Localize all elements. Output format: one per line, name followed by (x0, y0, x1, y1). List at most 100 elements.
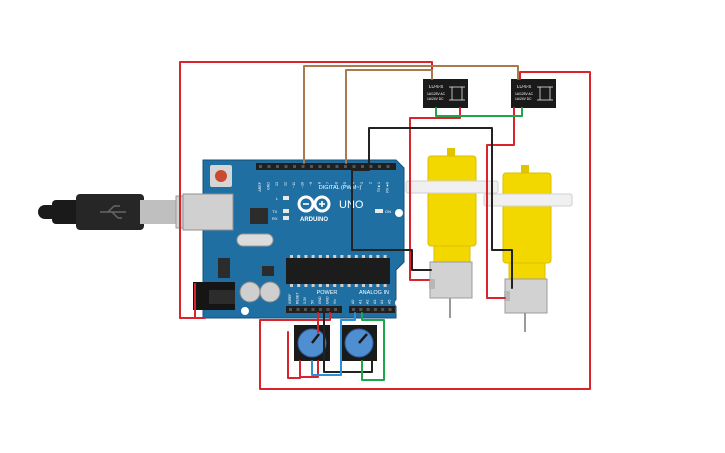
digital-pin-hole[interactable] (327, 165, 330, 168)
power-pin-hole[interactable] (289, 308, 292, 311)
power-label: POWER (317, 290, 338, 296)
digital-pin-label: ~11 (292, 182, 296, 188)
digital-pin-hole[interactable] (293, 165, 296, 168)
relay-1-rating-dc: 1A/24V DC (427, 97, 444, 101)
power-pin-hole[interactable] (334, 308, 337, 311)
motor-1-shaft (405, 180, 499, 194)
analog-pin-label: A5 (388, 300, 392, 304)
digital-pin-hole[interactable] (352, 165, 356, 168)
red-wire-motor-2[interactable] (486, 107, 515, 299)
arduino-logo-icon (297, 195, 331, 213)
analog-pin-hole[interactable] (359, 308, 363, 311)
power-pin-hole[interactable] (304, 308, 307, 311)
black-wire-gnd-pots[interactable] (323, 312, 373, 373)
brown-wire-pin-7[interactable] (345, 69, 433, 164)
relay-2-rating-dc: 1A/24V DC (515, 97, 532, 101)
chip-leg (376, 284, 380, 287)
chip-leg (333, 255, 337, 258)
digital-pin-label: 4 (352, 182, 356, 184)
power-pin-label: 3.3V (303, 296, 307, 304)
reset-button[interactable] (215, 170, 227, 182)
green-wire-relays[interactable] (435, 107, 523, 117)
chip-leg (369, 255, 373, 258)
digital-pin-label: TX►1 (377, 182, 381, 192)
digital-pin-label: 13 (275, 182, 279, 186)
chip-leg (311, 255, 315, 258)
chip-leg (333, 284, 337, 287)
chip-leg (311, 284, 315, 287)
digital-pin-hole[interactable] (310, 165, 313, 168)
digital-pin-hole[interactable] (301, 165, 305, 168)
black-wire-gnd-motor[interactable] (368, 127, 513, 289)
digital-pin-hole[interactable] (386, 165, 390, 168)
digital-pin-hole[interactable] (259, 165, 262, 168)
dc-motor-2[interactable] (483, 165, 573, 332)
power-pin-hole[interactable] (326, 308, 330, 311)
atmega-chip (286, 258, 390, 284)
black-wire-gnd-motor-1[interactable] (351, 169, 432, 271)
chip-leg (354, 255, 358, 258)
led-l-label: L (276, 196, 279, 201)
red-wire-pot-1[interactable] (299, 312, 319, 378)
green-wire-a1[interactable] (361, 312, 385, 381)
chip-leg (297, 255, 301, 258)
relay-1[interactable]: LU-5-S 1A/125V AC 1A/24V DC (423, 79, 468, 108)
potentiometer-2[interactable] (341, 325, 377, 361)
digital-pin-label: AREF (258, 181, 262, 191)
chip-leg (326, 284, 329, 287)
red-wire-power-loop[interactable] (179, 61, 433, 319)
analog-pin-hole[interactable] (352, 308, 355, 311)
power-pin-label: RESET (296, 293, 300, 304)
relay-1-rating-ac: 1A/125V AC (427, 92, 446, 96)
chip-leg (340, 284, 344, 287)
digital-pin-hole[interactable] (378, 165, 381, 168)
digital-pin-label: ~5 (343, 182, 347, 186)
analog-pin-hole[interactable] (373, 308, 377, 311)
digital-header[interactable] (256, 163, 396, 170)
analog-pin-hole[interactable] (366, 308, 370, 311)
relay-2-model: LU-5-S (517, 84, 531, 89)
digital-pin-hole[interactable] (369, 165, 373, 168)
led-rx-label: RX (272, 216, 278, 221)
digital-pin-hole[interactable] (276, 165, 279, 168)
chip-leg (290, 255, 293, 258)
chip-leg (290, 284, 293, 287)
power-pin-hole[interactable] (311, 308, 315, 311)
analog-pin-label: A2 (366, 300, 370, 304)
analog-pin-label: A4 (380, 300, 384, 304)
brown-wire-pin-12[interactable] (303, 65, 519, 164)
dc-motor-1[interactable] (405, 148, 499, 318)
digital-pin-label: 8 (318, 182, 322, 184)
chip-leg (362, 255, 365, 258)
digital-pin-hole[interactable] (318, 165, 322, 168)
power-pin-hole[interactable] (296, 308, 300, 311)
digital-pin-hole[interactable] (284, 165, 288, 168)
power-pin-hole[interactable] (319, 308, 322, 311)
blue-wire-a0[interactable] (311, 312, 356, 376)
chip-leg (369, 284, 373, 287)
power-pin-label: Vin (333, 299, 337, 304)
digital-pin-label: GND (267, 182, 271, 190)
relay-2[interactable]: LU-5-S 1A/125V AC 1A/24V DC (511, 79, 556, 108)
analog-label: ANALOG IN (359, 290, 389, 296)
digital-pin-hole[interactable] (344, 165, 347, 168)
relay-1-model: LU-5-S (429, 84, 443, 89)
digital-pin-hole[interactable] (335, 165, 339, 168)
analog-header[interactable] (349, 306, 395, 313)
analog-pin-hole[interactable] (381, 308, 385, 311)
red-wire-motor-1[interactable] (409, 107, 461, 281)
red-wire-gnd-left[interactable] (194, 283, 206, 319)
chip-leg (297, 284, 301, 287)
chip-leg (304, 255, 308, 258)
motor-2-shaft (483, 193, 573, 207)
analog-pin-label: A3 (373, 300, 377, 304)
analog-pin-hole[interactable] (388, 308, 392, 311)
chip-leg (318, 284, 322, 287)
red-wire-pot-1b[interactable] (287, 331, 301, 379)
digital-pin-label: ~3 (360, 182, 364, 186)
chip-leg (362, 284, 365, 287)
digital-pin-hole[interactable] (361, 165, 364, 168)
digital-pin-hole[interactable] (267, 165, 271, 168)
chip-leg (354, 284, 358, 287)
